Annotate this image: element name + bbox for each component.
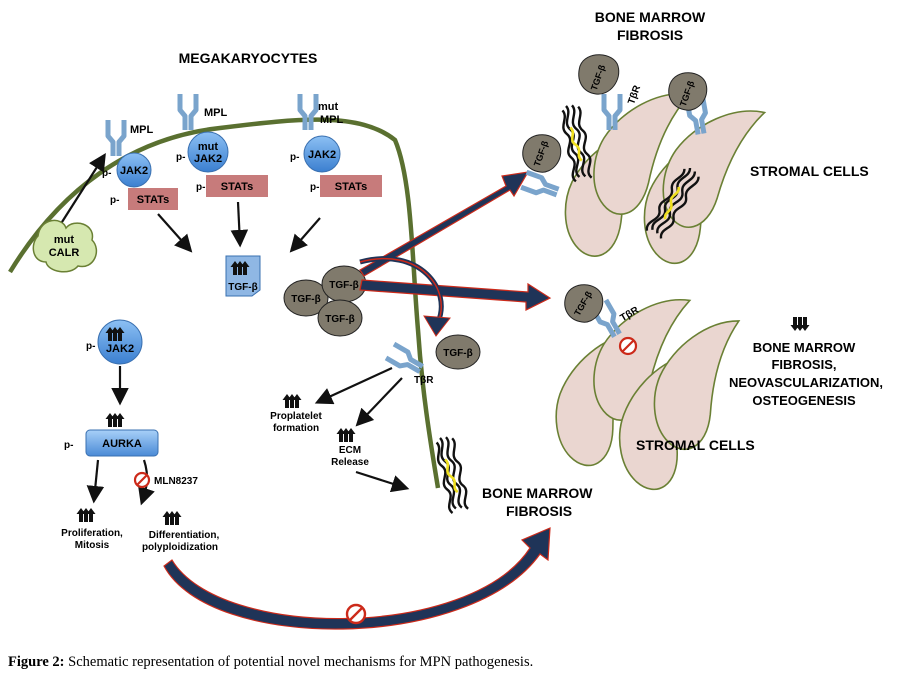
stats-box-3 bbox=[320, 175, 382, 197]
outcome-label-2: FIBROSIS, bbox=[771, 357, 836, 372]
jak2-label-2: JAK2 bbox=[194, 153, 222, 165]
tgfb-bound-label: TGF-β bbox=[443, 348, 472, 359]
stats2-arrow bbox=[230, 201, 249, 248]
mut-label-2: mut bbox=[198, 141, 219, 153]
bmf-top-label-1: BONE MARROW bbox=[595, 9, 706, 25]
caption-label: Figure 2: bbox=[8, 654, 65, 670]
megakaryocyte-membrane bbox=[8, 117, 441, 489]
tgfb-top-2 bbox=[668, 72, 708, 111]
receptor-inhibitor-icon bbox=[618, 336, 638, 356]
jak2-aurka-pathway bbox=[97, 319, 143, 365]
tbr-receptor-top-3 bbox=[521, 172, 560, 199]
aurka-up-arrows bbox=[105, 413, 125, 427]
stats-label-2: STATs bbox=[221, 181, 253, 193]
bottom-inhibitor-icon bbox=[345, 603, 367, 625]
outcome-label-3: NEOVASCULARIZATION, bbox=[729, 375, 883, 390]
tgfb-top-1 bbox=[578, 54, 620, 95]
tgfb-cluster-label-2: TGF-β bbox=[329, 280, 358, 291]
fibrosis-fibers-center bbox=[433, 434, 471, 516]
tgfb-mid bbox=[564, 284, 604, 323]
stromal-top-label: STROMAL CELLS bbox=[750, 163, 869, 179]
navy-arrow-middle bbox=[359, 279, 552, 311]
proliferation-up-arrows bbox=[76, 508, 96, 522]
stats-box-2 bbox=[206, 175, 268, 197]
bmf-center-label-1: BONE MARROW bbox=[482, 485, 593, 501]
megakaryocytes-title: MEGAKARYOCYTES bbox=[179, 50, 318, 66]
ecm-label-2: Release bbox=[331, 457, 369, 468]
mln8237-inhibitor-icon bbox=[133, 471, 151, 489]
tgfb-cluster-label-1: TGF-β bbox=[291, 294, 320, 305]
jak2-2 bbox=[187, 131, 229, 173]
jak2-label-1: JAK2 bbox=[120, 165, 148, 177]
tgfb-bound-membrane bbox=[435, 334, 481, 370]
mpl-receptor-2 bbox=[180, 94, 196, 130]
proplatelet-label-2: formation bbox=[273, 423, 319, 434]
caption-text: Schematic representation of potential no… bbox=[64, 654, 534, 670]
proliferation-label-1: Proliferation, bbox=[61, 528, 123, 539]
p-label-8: p- bbox=[64, 440, 73, 451]
outcome-label-4: OSTEOGENESIS bbox=[752, 393, 856, 408]
calr-to-mpl-arrow bbox=[61, 153, 106, 223]
ecm-to-fibrosis-arrow bbox=[355, 470, 410, 493]
jak2-label-3: JAK2 bbox=[308, 149, 336, 161]
p-label-1: p- bbox=[102, 168, 111, 179]
stats-label-1: STATs bbox=[137, 194, 169, 206]
bmf-top-label-2: FIBROSIS bbox=[617, 27, 683, 43]
tgfb-cluster-3 bbox=[317, 299, 363, 337]
differentiation-label-2: polyploidization bbox=[142, 542, 218, 553]
stats-label-3: STATs bbox=[335, 181, 367, 193]
tgfb-cluster-1 bbox=[283, 279, 329, 317]
proplatelet-label-1: Proplatelet bbox=[270, 411, 322, 422]
fibrosis-fibers-top-1 bbox=[559, 102, 594, 184]
aurka-label: AURKA bbox=[102, 438, 142, 450]
ecm-up-arrows bbox=[336, 428, 356, 442]
tbr-label-membrane: TβR bbox=[414, 375, 434, 386]
navy-arrow-upper bbox=[359, 171, 530, 277]
mpl-label-1: MPL bbox=[130, 124, 154, 136]
red-curve-arrow-outline bbox=[359, 257, 443, 323]
p-label-7: p- bbox=[86, 341, 95, 352]
outcome-label-1: BONE MARROW bbox=[753, 340, 856, 355]
aurka-to-proliferation-arrow bbox=[86, 459, 105, 504]
stats1-arrow bbox=[157, 213, 193, 253]
jak2-1 bbox=[116, 152, 152, 188]
mpl-receptor-3 bbox=[300, 94, 316, 130]
ecm-label-1: ECM bbox=[339, 445, 361, 456]
p-label-2: p- bbox=[110, 195, 119, 206]
jak2-3 bbox=[303, 135, 341, 173]
differentiation-up-arrows bbox=[162, 511, 182, 525]
tgfb-cluster-label-3: TGF-β bbox=[325, 314, 354, 325]
proplatelet-up-arrows bbox=[282, 394, 302, 408]
figure-caption: Figure 2: Schematic representation of po… bbox=[8, 654, 888, 671]
to-proplatelet-arrow bbox=[314, 367, 393, 405]
p-label-6: p- bbox=[310, 182, 319, 193]
proliferation-label-2: Mitosis bbox=[75, 540, 110, 551]
mut-label-3: mut bbox=[318, 101, 339, 113]
mpl-label-2: MPL bbox=[204, 107, 228, 119]
calr-mut-label: mut bbox=[54, 234, 75, 246]
tgfb-top-3 bbox=[522, 134, 562, 173]
bmf-center-label-2: FIBROSIS bbox=[506, 503, 572, 519]
tgfb-box-label: TGF-β bbox=[228, 282, 257, 293]
p-label-4: p- bbox=[196, 182, 205, 193]
mut-calr-protein bbox=[32, 219, 98, 273]
stats-box-1 bbox=[128, 188, 178, 210]
stats3-arrow bbox=[289, 217, 321, 253]
aurka-box bbox=[85, 429, 159, 457]
red-curve-arrowhead bbox=[423, 315, 451, 337]
p-label-3: p- bbox=[176, 152, 185, 163]
to-ecm-arrow bbox=[355, 377, 403, 427]
p-label-5: p- bbox=[290, 152, 299, 163]
mpl-receptor-1 bbox=[108, 120, 124, 156]
bottom-curved-arrow bbox=[163, 527, 551, 630]
mln8237-label: MLN8237 bbox=[154, 476, 198, 487]
jak2-aurka-label: JAK2 bbox=[106, 343, 134, 355]
mpl-label-3: MPL bbox=[320, 114, 344, 126]
calr-label: CALR bbox=[49, 247, 80, 259]
differentiation-label-1: Differentiation, bbox=[149, 530, 220, 541]
tbr-top-label: TβR bbox=[626, 83, 643, 106]
stromal-mid-label: STROMAL CELLS bbox=[636, 437, 755, 453]
outcome-down-arrows bbox=[790, 317, 810, 331]
